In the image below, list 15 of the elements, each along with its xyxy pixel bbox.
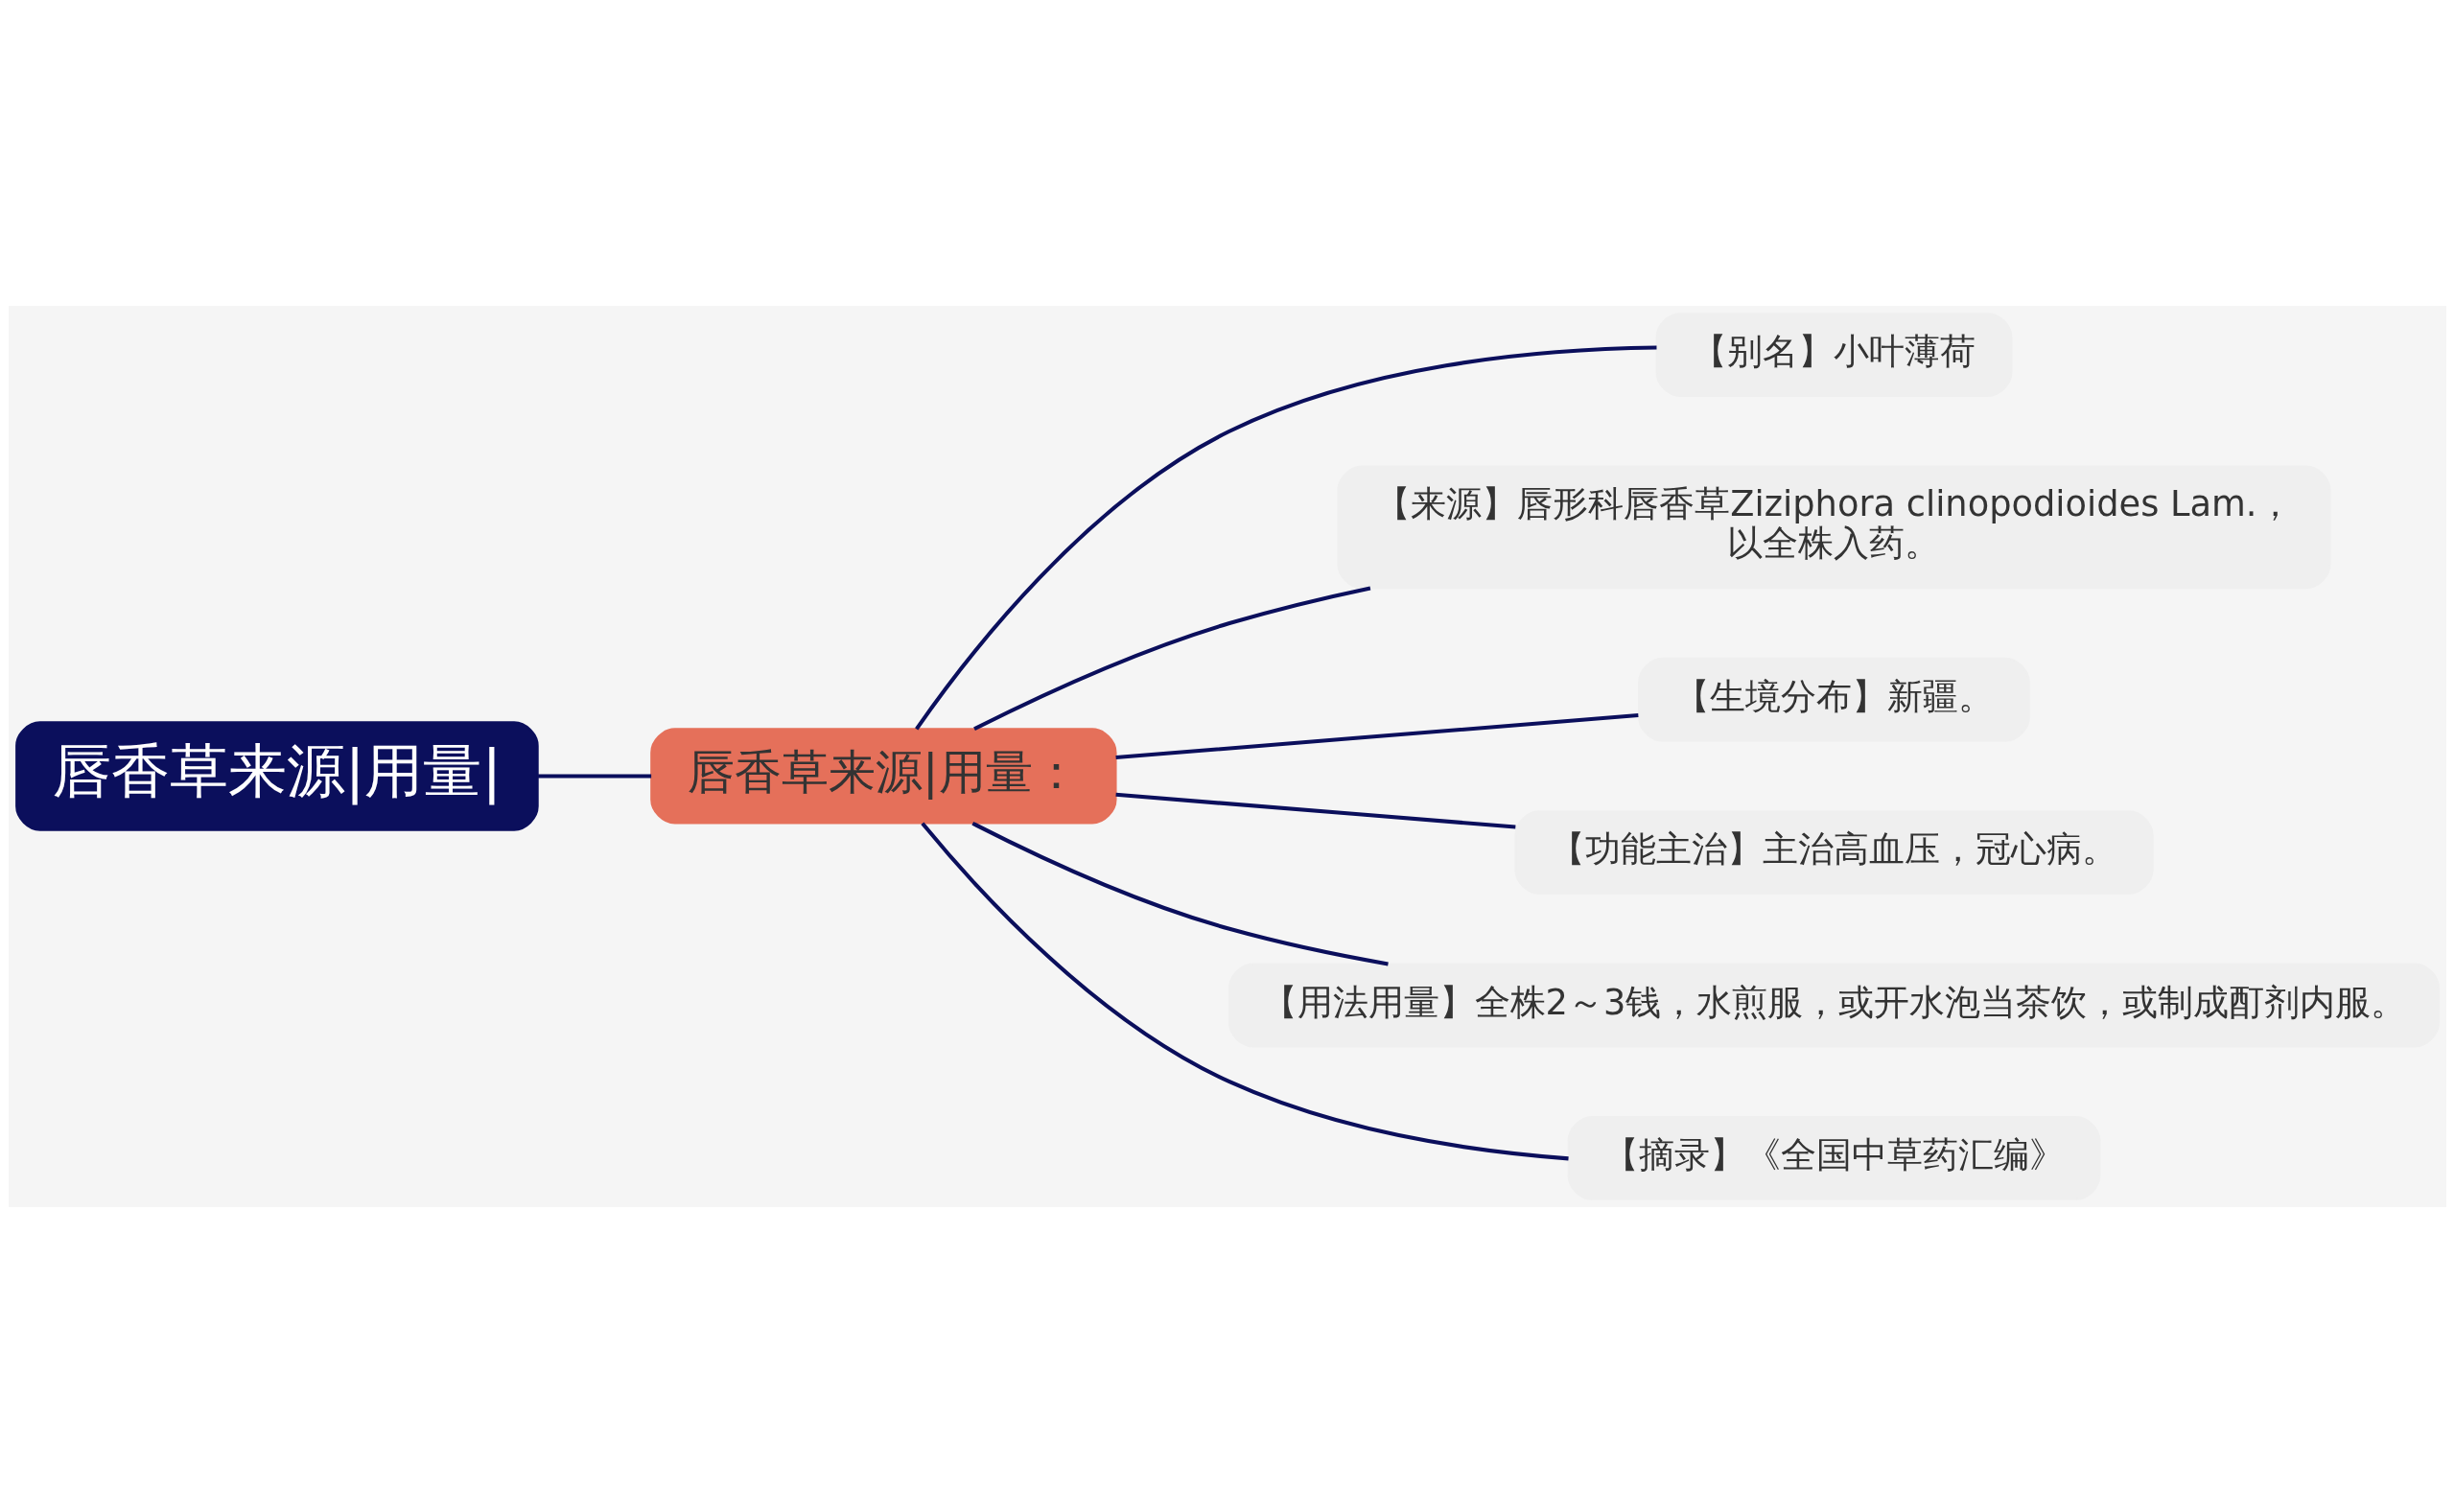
connector [915,345,1657,730]
node-box: 【功能主治】主治高血压，冠心病。 [1514,809,2154,895]
connector [973,585,1371,731]
node-box: 【生境分布】新疆。 [1638,657,2030,742]
connector [1115,792,1516,828]
node-box: 唇香草来源|用量| [15,720,539,831]
node-box: 【用法用量】全株2～3钱，水煎服，或开水泡当茶饮，或制成酊剂内服。 [1228,963,2440,1047]
node-box: 【别名】小叶薄荷 [1655,312,2013,397]
connector [1115,712,1639,759]
connector [921,822,1569,1160]
connector [971,821,1389,965]
node-box: 【摘录】《全国中草药汇编》 [1567,1115,2101,1200]
node-box: 唇香草来源|用量： [650,727,1117,824]
node-box: 【来源】唇形科唇香草Ziziphora clinopodioides Lam.，以全株入药。 [1337,465,2331,589]
connector [538,773,652,778]
